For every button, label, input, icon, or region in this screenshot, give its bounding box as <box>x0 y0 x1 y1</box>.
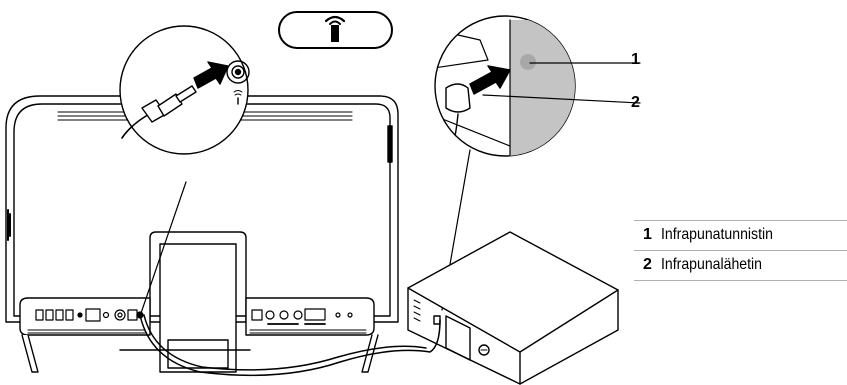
ir-port-icon <box>278 11 393 49</box>
legend-label: Infrapunalähetin <box>661 256 762 273</box>
io-panel <box>19 297 375 336</box>
legend-row: 1 Infrapunatunnistin <box>634 220 847 250</box>
callout-number-1: 1 <box>631 51 640 68</box>
legend-number: 2 <box>643 256 652 273</box>
callout-number-2: 2 <box>631 94 640 111</box>
legend-label: Infrapunatunnistin <box>661 226 773 243</box>
arrow-right-icon <box>469 65 511 95</box>
legend-number: 1 <box>643 226 652 243</box>
computer-back <box>5 95 399 373</box>
stand <box>149 231 247 373</box>
callout-legend: 1 Infrapunatunnistin 2 Infrapunalähetin <box>634 220 847 281</box>
zoom-port-callout <box>119 25 250 317</box>
arrow-right-icon <box>193 61 229 89</box>
set-top-box <box>407 231 619 385</box>
legend-row: 2 Infrapunalähetin <box>634 250 847 281</box>
ir-cable <box>139 314 441 377</box>
